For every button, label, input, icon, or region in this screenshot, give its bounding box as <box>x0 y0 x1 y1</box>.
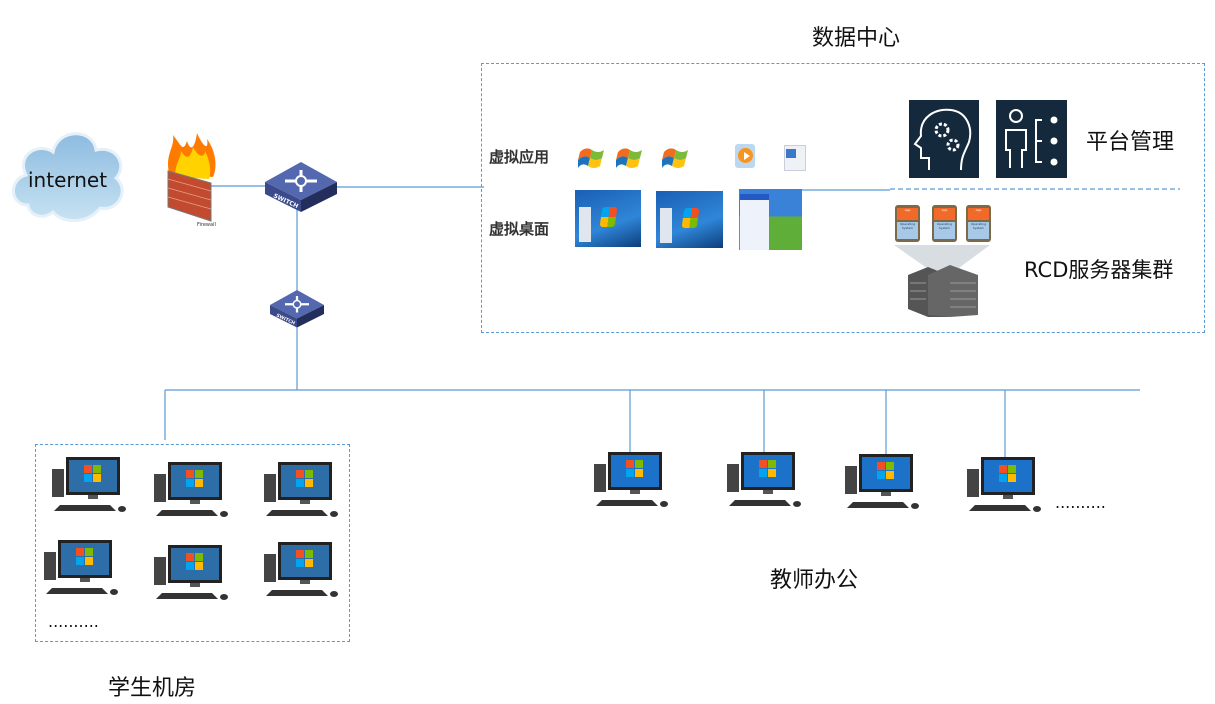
virtual-desktops-label: 虚拟桌面 <box>489 220 550 238</box>
desktop-computer-icon[interactable] <box>592 450 670 510</box>
desktop-computer-icon[interactable] <box>965 455 1043 515</box>
vm-os-label: Operating System <box>897 222 918 239</box>
student-lab-title: 学生机房 <box>108 676 197 701</box>
word-document-icon[interactable] <box>784 145 806 171</box>
switch-icon[interactable]: SWITCH <box>270 288 324 328</box>
data-center-title: 数据中心 <box>812 26 901 51</box>
teacher-more-ellipsis: .......... <box>1055 493 1106 512</box>
switch-icon[interactable]: SWITCH <box>265 160 337 212</box>
desktop-computer-icon[interactable] <box>42 538 120 598</box>
desktop-computer-icon[interactable] <box>262 460 340 520</box>
teacher-office-title: 教师办公 <box>770 568 859 593</box>
brain-gears-icon[interactable] <box>909 100 979 178</box>
cloud-icon <box>12 132 124 222</box>
vm-app-label: App <box>934 208 955 220</box>
vm-os-label: Operating System <box>968 222 989 239</box>
student-lab-box <box>35 444 350 642</box>
data-center-box <box>481 63 1205 333</box>
desktop-computer-icon[interactable] <box>262 540 340 600</box>
firewall-label: Firewall <box>197 222 216 228</box>
virtual-desktop-win7-2[interactable] <box>656 191 723 248</box>
server-rack-icon <box>894 245 990 317</box>
virtual-desktop-win7-1[interactable] <box>575 190 641 247</box>
desktop-computer-icon[interactable] <box>725 450 803 510</box>
vm-app-label: App <box>897 208 918 220</box>
internet-label: internet <box>28 168 108 192</box>
windows-logo-icon[interactable] <box>578 142 606 168</box>
virtual-machine-card: App Operating System <box>966 205 991 242</box>
rcd-cluster-title: RCD服务器集群 <box>1024 258 1174 282</box>
desktop-computer-icon[interactable] <box>50 455 128 515</box>
virtual-desktop-winxp[interactable] <box>739 189 802 250</box>
desktop-computer-icon[interactable] <box>152 543 230 603</box>
desktop-computer-icon[interactable] <box>152 460 230 520</box>
windows-logo-icon[interactable] <box>616 142 644 168</box>
virtual-machine-card: App Operating System <box>895 205 920 242</box>
vm-os-label: Operating System <box>934 222 955 239</box>
desktop-computer-icon[interactable] <box>843 452 921 512</box>
student-more-ellipsis: .......... <box>48 612 99 631</box>
firewall-icon <box>167 133 216 222</box>
virtual-apps-label: 虚拟应用 <box>489 148 550 166</box>
windows-logo-icon[interactable] <box>662 142 690 168</box>
virtual-machine-card: App Operating System <box>932 205 957 242</box>
media-player-icon[interactable] <box>735 144 755 168</box>
vm-app-label: App <box>968 208 989 220</box>
person-list-icon[interactable] <box>996 100 1067 178</box>
platform-mgmt-title: 平台管理 <box>1086 130 1175 155</box>
